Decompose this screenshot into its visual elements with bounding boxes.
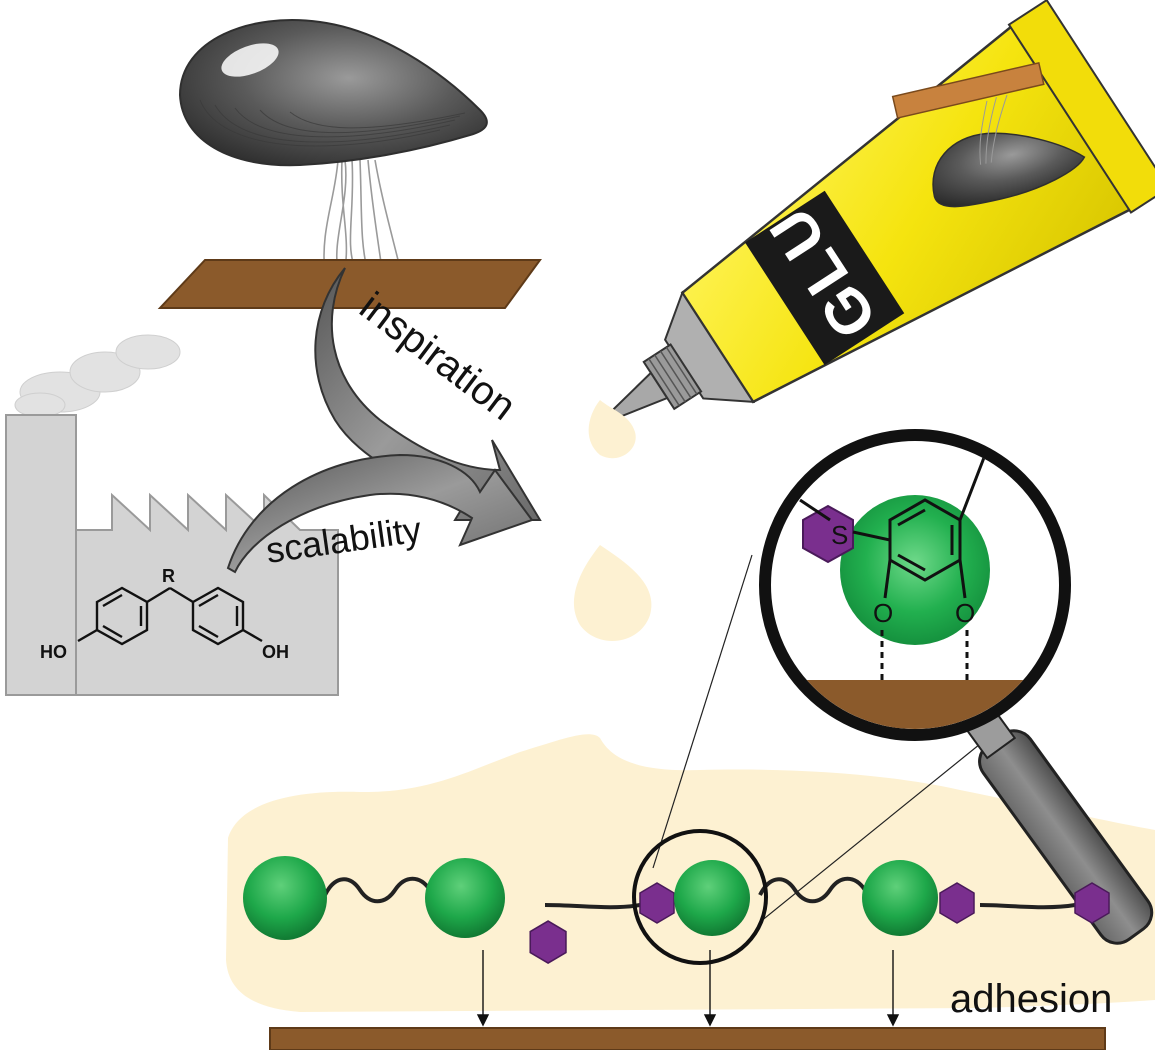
magnifier-icon: S O O: [652, 429, 1154, 945]
scalability-arrow: [226, 453, 534, 574]
highlight-circle: [632, 829, 768, 965]
adhesion-label: adhesion: [950, 977, 1112, 1021]
bottom-substrate: [269, 1027, 1106, 1051]
purple-hexagon: [529, 920, 567, 965]
green-bead: [425, 858, 505, 938]
green-bead: [674, 860, 750, 936]
bisphenol-ho-label: HO: [40, 642, 67, 662]
catechol-o-right-label: O: [955, 598, 975, 628]
adhesion-arrows: [476, 950, 900, 1027]
green-bead: [243, 856, 327, 940]
polymer-chain: [243, 829, 1110, 965]
bisphenol-r-label: R: [162, 566, 175, 586]
top-substrate: [157, 259, 542, 309]
glue-tube-icon: GLUE: [609, 0, 1155, 420]
green-bead: [862, 860, 938, 936]
purple-hexagon: [1074, 882, 1110, 924]
purple-hexagon: [939, 882, 975, 924]
bisphenol-oh-label: OH: [262, 642, 289, 662]
purple-hexagon: [639, 882, 675, 924]
glue-drops: [573, 400, 652, 642]
mussel-icon: [178, 19, 488, 286]
catechol-o-left-label: O: [873, 598, 893, 628]
catechol-s-label: S: [831, 520, 848, 550]
factory-icon: R HO OH: [5, 334, 339, 696]
